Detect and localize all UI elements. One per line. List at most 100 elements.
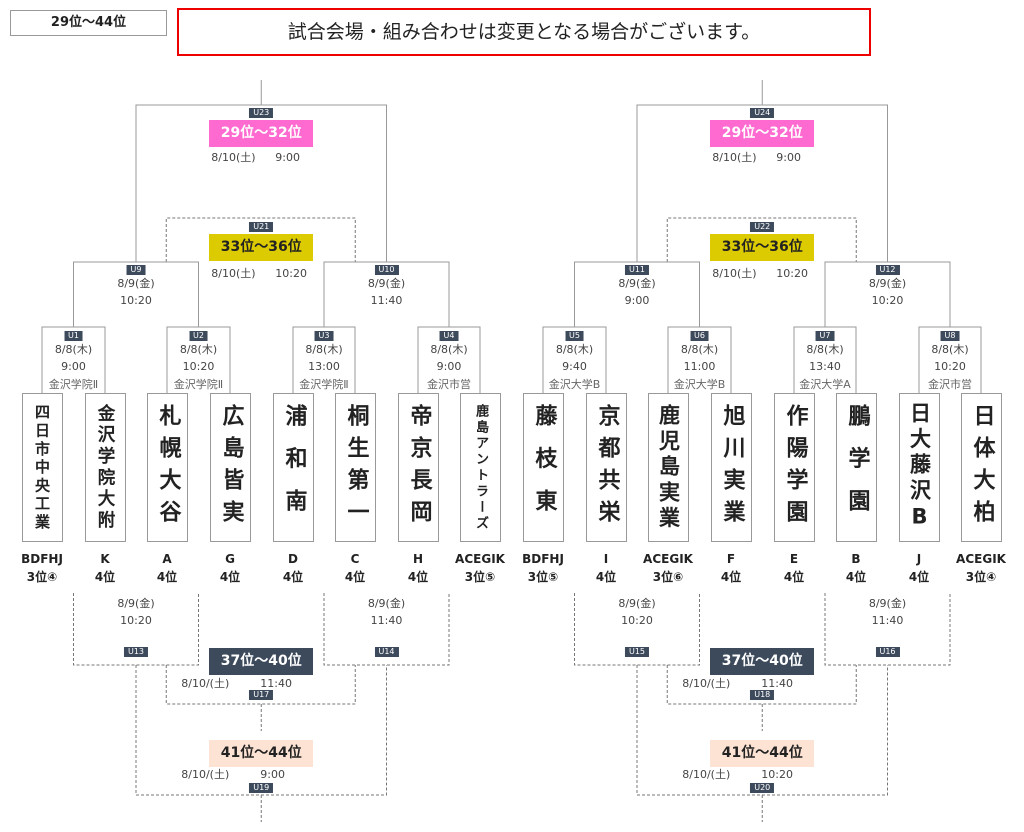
match-time: 9:00 [436,360,462,373]
team-group-rank: 4位 [720,570,742,584]
team-group-rank: 3位⑥ [652,570,684,584]
team-name: 帝京長岡 [406,403,432,532]
match-date: 8/8(木) [931,343,969,356]
low-time: 10:20 [761,768,793,781]
semi-time: 10:20 [776,267,808,280]
team-box: 鹿島アントラーズ [460,393,501,542]
semi-time: 10:20 [275,267,307,280]
team-box: 帝京長岡 [398,393,439,542]
semi-bracket [666,217,857,262]
team-box: 浦和南 [273,393,314,542]
match-bracket [542,326,607,393]
match-id-badge: U8 [940,331,960,341]
team-name: 広島皆実 [218,403,244,532]
team-group-rank: 4位 [783,570,805,584]
match-id-badge: U11 [624,265,650,275]
team-box: 日大藤沢B [899,393,940,542]
match-id-badge: U4 [439,331,459,341]
team-group-rank: 4位 [595,570,617,584]
team-box: 桐生第一 [335,393,376,542]
quarter-time: 11:40 [370,294,403,307]
loser-match-date: 8/9(金) [367,597,406,610]
team-group-code: B [851,552,861,566]
final-time: 9:00 [776,151,801,164]
notice-banner: 試合会場・組み合わせは変更となる場合がございます。 [177,8,871,56]
match-time: 9:00 [61,360,86,373]
team-group-rank: 4位 [407,570,429,584]
match-id-badge: U16 [875,647,900,657]
match-id-badge: U1 [64,331,83,341]
quarter-date: 8/9(金) [117,277,155,290]
team-box: 藤枝東 [523,393,564,542]
match-venue: 金沢学院Ⅱ [299,378,349,391]
team-group-code: C [350,552,360,566]
match-id-badge: U6 [690,331,709,341]
team-group-code: ACEGIK [643,552,693,566]
semi-date: 8/10(土) [211,267,256,280]
semi-bracket [165,217,356,262]
match-id-badge: U10 [374,265,399,275]
team-box: 作陽学園 [774,393,815,542]
match-id-badge: U3 [314,331,334,341]
quarter-bracket [824,261,951,327]
quarter-date: 8/9(金) [618,277,656,290]
mid-date: 8/10/(土) [181,677,230,690]
match-time: 13:40 [809,360,841,373]
mid-date: 8/10/(土) [682,677,731,690]
match-date: 8/8(木) [555,343,594,356]
mid-title: 37位～40位 [710,648,815,675]
loser-match-date: 8/9(金) [618,597,656,610]
range-label: 29位～44位 [10,10,167,36]
team-name: 鵬学園 [844,403,870,532]
team-box: 京都共栄 [586,393,627,542]
loser-match-date: 8/9(金) [868,597,907,610]
quarter-bracket [574,261,700,327]
match-venue: 金沢大学B [673,378,726,391]
mid-bracket [165,665,356,705]
match-id-badge: U20 [750,783,775,793]
team-group-code: F [726,552,736,566]
loser-match-time: 11:40 [871,614,904,627]
match-date: 8/8(木) [54,343,93,356]
loser-match-time: 10:20 [120,614,152,627]
team-box: 金沢学院大附 [85,393,126,542]
low-title: 41位～44位 [209,740,314,767]
final-bracket [636,104,888,262]
match-time: 13:00 [308,360,340,373]
loser-bracket [73,593,199,666]
match-venue: 金沢市営 [427,378,471,391]
team-group-rank: 4位 [908,570,930,584]
match-time: 9:40 [562,360,587,373]
team-name: 作陽学園 [782,403,808,532]
team-name: 桐生第一 [343,403,369,532]
team-box: 旭川実業 [711,393,752,542]
team-name: 鹿児島実業 [656,403,681,532]
team-name: 旭川実業 [719,403,745,532]
team-box: 広島皆実 [210,393,251,542]
final-time: 9:00 [275,151,300,164]
team-box: 鹿児島実業 [648,393,689,542]
low-time: 9:00 [260,768,285,781]
team-name: 日大藤沢B [907,402,932,533]
team-name: 札幌大谷 [155,403,181,532]
team-name: 浦和南 [281,403,307,532]
quarter-time: 10:20 [871,294,904,307]
match-date: 8/8(木) [305,343,343,356]
team-group-rank: 3位④ [965,570,997,584]
match-id-badge: U22 [750,222,775,232]
team-group-code: D [288,552,298,566]
match-bracket [417,326,481,393]
team-group-rank: 3位④ [26,570,58,584]
team-name: 日体大柏 [969,403,995,532]
mid-title: 37位～40位 [209,648,314,675]
match-id-badge: U2 [189,331,208,341]
team-box: 札幌大谷 [147,393,188,542]
match-time: 10:20 [934,360,966,373]
loser-match-time: 10:20 [621,614,653,627]
team-group-code: E [789,552,799,566]
match-id-badge: U21 [249,222,274,232]
team-group-rank: 4位 [282,570,304,584]
final-date: 8/10(土) [211,151,256,164]
team-group-rank: 4位 [94,570,116,584]
